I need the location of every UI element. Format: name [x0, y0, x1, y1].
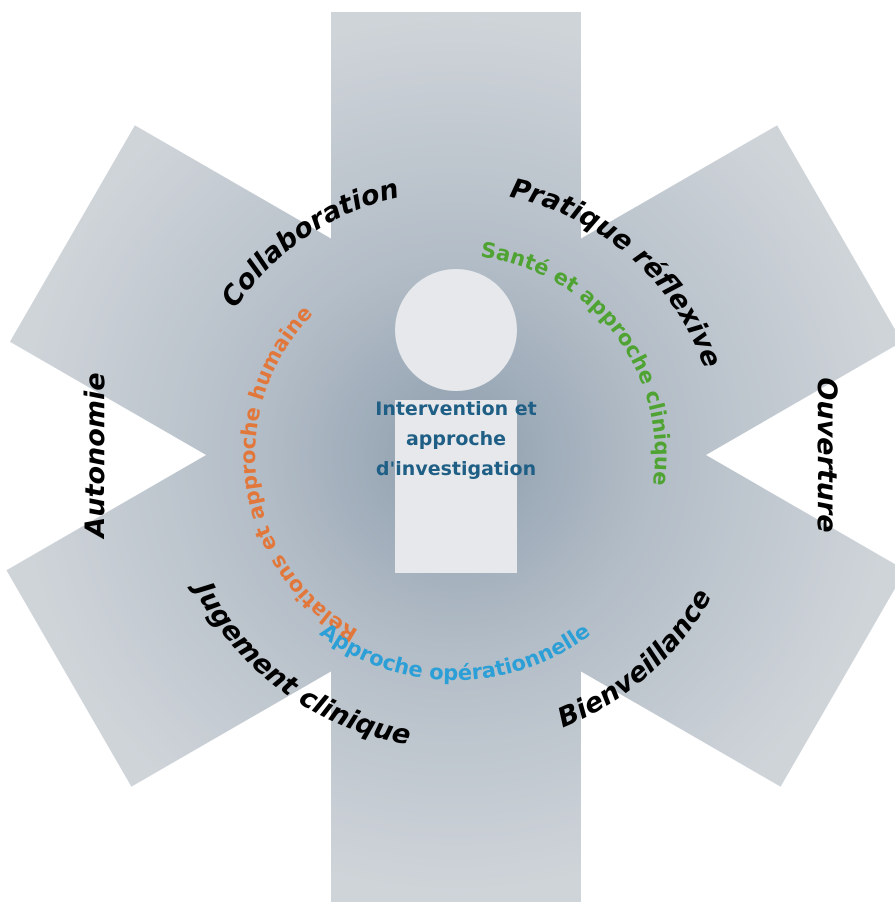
- center-label-line2: approche: [406, 428, 506, 450]
- center-label-line1: Intervention et: [375, 398, 537, 420]
- label-autonomie: Autonomie: [80, 372, 111, 539]
- center-label-line3: d'investigation: [376, 458, 536, 480]
- center-label: Intervention et approche d'investigation: [375, 398, 537, 480]
- person-icon: [395, 269, 517, 573]
- label-ouverture: Ouverture: [811, 377, 842, 532]
